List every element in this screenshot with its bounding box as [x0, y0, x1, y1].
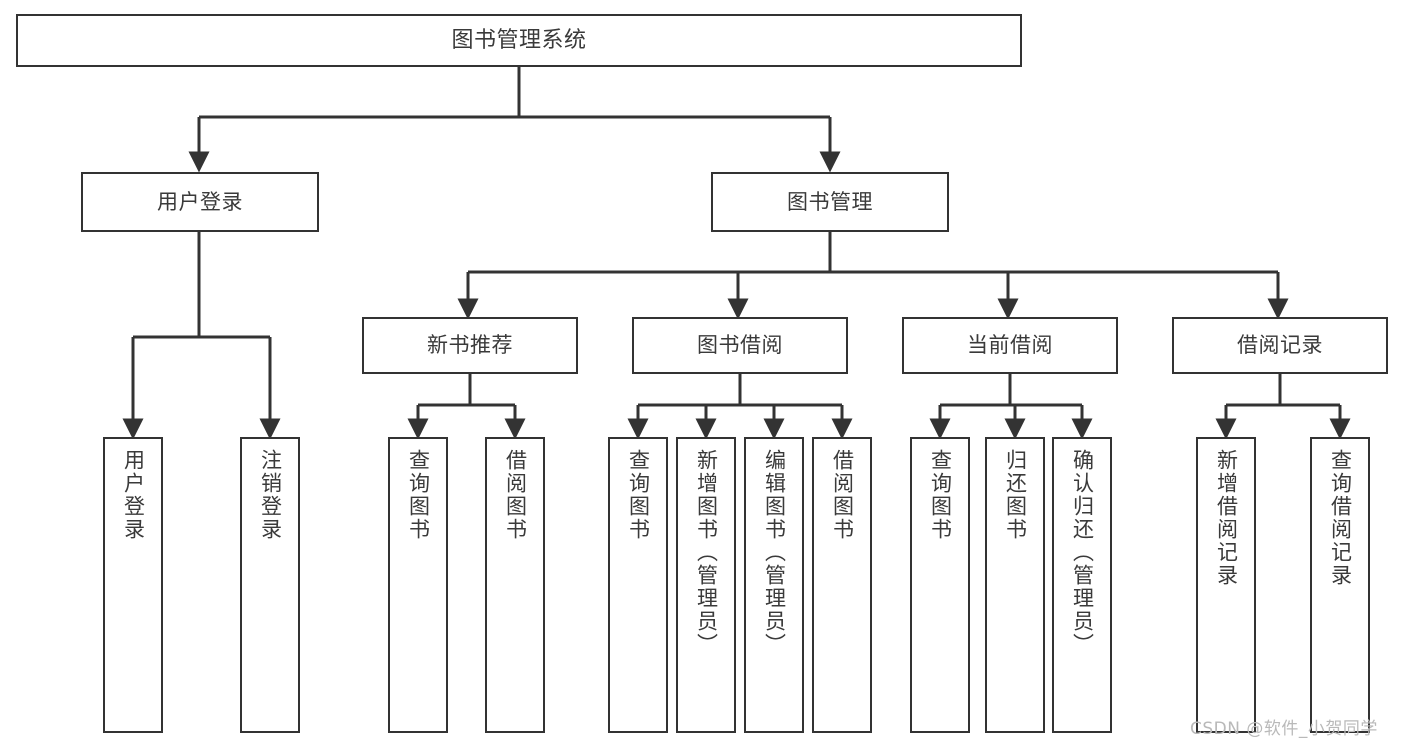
node-label: 新增借阅记录: [1214, 449, 1239, 587]
node-label: 借阅图书: [503, 449, 528, 541]
node-leaf-query-borrow-record[interactable]: 查询借阅记录: [1310, 437, 1370, 733]
node-label: 归还图书: [1003, 449, 1028, 541]
node-label: 图书管理: [787, 189, 873, 214]
node-label: 查询图书: [406, 449, 431, 541]
node-leaf-query-book-borrowing[interactable]: 查询图书: [608, 437, 668, 733]
node-label: 图书管理系统: [451, 27, 587, 53]
node-label: 当前借阅: [967, 333, 1053, 358]
node-label: 借阅记录: [1237, 333, 1323, 358]
node-leaf-add-borrow-record[interactable]: 新增借阅记录: [1196, 437, 1256, 733]
node-label: 查询图书: [626, 449, 651, 541]
node-borrowing-record[interactable]: 借阅记录: [1172, 317, 1388, 374]
node-leaf-add-book-admin[interactable]: 新增图书（管理员）: [676, 437, 736, 733]
node-book-borrowing[interactable]: 图书借阅: [632, 317, 848, 374]
node-leaf-return-book[interactable]: 归还图书: [985, 437, 1045, 733]
node-leaf-edit-book-admin[interactable]: 编辑图书（管理员）: [744, 437, 804, 733]
node-label: 查询借阅记录: [1328, 449, 1353, 587]
node-label: 用户登录: [157, 189, 243, 214]
node-label: 新增图书（管理员）: [694, 449, 719, 656]
node-leaf-confirm-return-admin[interactable]: 确认归还（管理员）: [1052, 437, 1112, 733]
node-leaf-user-login[interactable]: 用户登录: [103, 437, 163, 733]
node-leaf-borrow-book-recommendation[interactable]: 借阅图书: [485, 437, 545, 733]
node-leaf-query-book-current[interactable]: 查询图书: [910, 437, 970, 733]
node-root-system[interactable]: 图书管理系统: [16, 14, 1022, 67]
node-label: 编辑图书（管理员）: [762, 449, 787, 656]
csdn-watermark: CSDN @软件_小贺同学: [1190, 719, 1378, 739]
node-new-book-recommendation[interactable]: 新书推荐: [362, 317, 578, 374]
node-label: 用户登录: [121, 449, 146, 541]
node-label: 查询图书: [928, 449, 953, 541]
node-book-management[interactable]: 图书管理: [711, 172, 949, 232]
node-user-login[interactable]: 用户登录: [81, 172, 319, 232]
node-label: 新书推荐: [427, 333, 513, 358]
node-label: 图书借阅: [697, 333, 783, 358]
node-label: 确认归还（管理员）: [1070, 449, 1095, 656]
node-label: 借阅图书: [830, 449, 855, 541]
node-leaf-borrow-book-borrowing[interactable]: 借阅图书: [812, 437, 872, 733]
node-label: 注销登录: [258, 449, 283, 541]
node-leaf-query-book-recommendation[interactable]: 查询图书: [388, 437, 448, 733]
node-leaf-user-logout[interactable]: 注销登录: [240, 437, 300, 733]
node-current-borrowing[interactable]: 当前借阅: [902, 317, 1118, 374]
